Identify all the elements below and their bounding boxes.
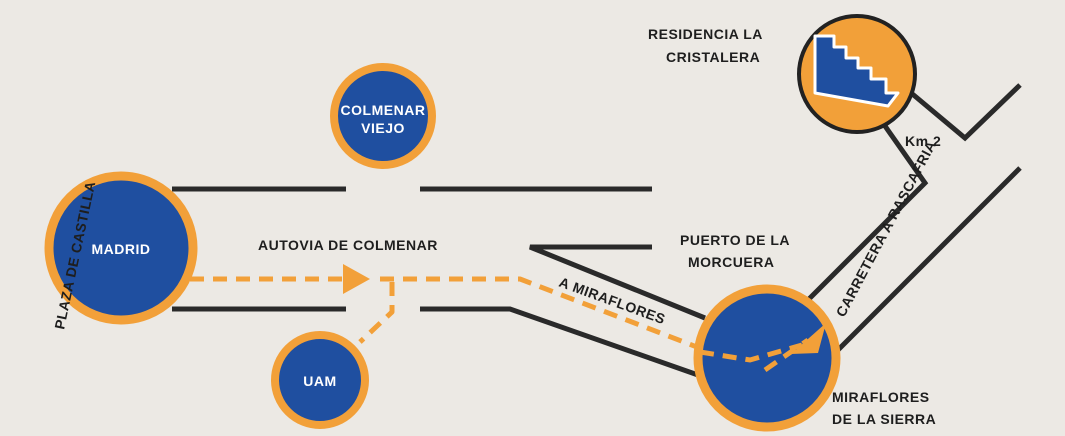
miraflores-label-line1: MIRAFLORES — [832, 389, 930, 405]
autovia-bottom-edge-east — [420, 306, 699, 378]
madrid-label: MADRID — [92, 241, 151, 257]
colmenar-label-line2: VIEJO — [361, 120, 405, 136]
residencia-label-line2: CRISTALERA — [666, 49, 760, 65]
residencia-road-right — [908, 83, 1022, 142]
puerto-label-line2: MORCUERA — [688, 254, 774, 270]
route-inside-circle — [699, 342, 803, 363]
route-arrow-icon-final — [791, 323, 826, 354]
madrid-marker: MADRID — [44, 171, 198, 325]
miraflores-label-line2: DE LA SIERRA — [832, 411, 936, 427]
uam-marker: UAM — [271, 331, 369, 429]
route-from-uam — [358, 282, 395, 344]
km-label: Km 2 — [905, 133, 941, 149]
route-inside-circle-b — [763, 337, 810, 373]
building-silhouette-icon — [813, 34, 900, 108]
residencia-marker — [797, 14, 917, 134]
morcuera-road-edge — [529, 244, 706, 321]
residencia-label-line1: RESIDENCIA LA — [648, 26, 763, 42]
residencia-road-left — [806, 114, 929, 302]
road-network — [172, 83, 1022, 378]
colmenar-label-line1: COLMENAR — [341, 102, 426, 118]
uam-label: UAM — [303, 373, 336, 389]
carretera-label: CARRETERA A RASCAFRIA — [833, 138, 940, 320]
route-over-circle — [699, 337, 810, 373]
autovia-label: AUTOVIA DE COLMENAR — [258, 237, 438, 253]
carretera-edge-lower — [830, 166, 1022, 358]
route-arrow-icon — [343, 264, 370, 294]
puerto-label-line1: PUERTO DE LA — [680, 232, 790, 248]
colmenar-marker: COLMENAR VIEJO — [330, 63, 436, 169]
miraflores-marker — [693, 284, 841, 432]
